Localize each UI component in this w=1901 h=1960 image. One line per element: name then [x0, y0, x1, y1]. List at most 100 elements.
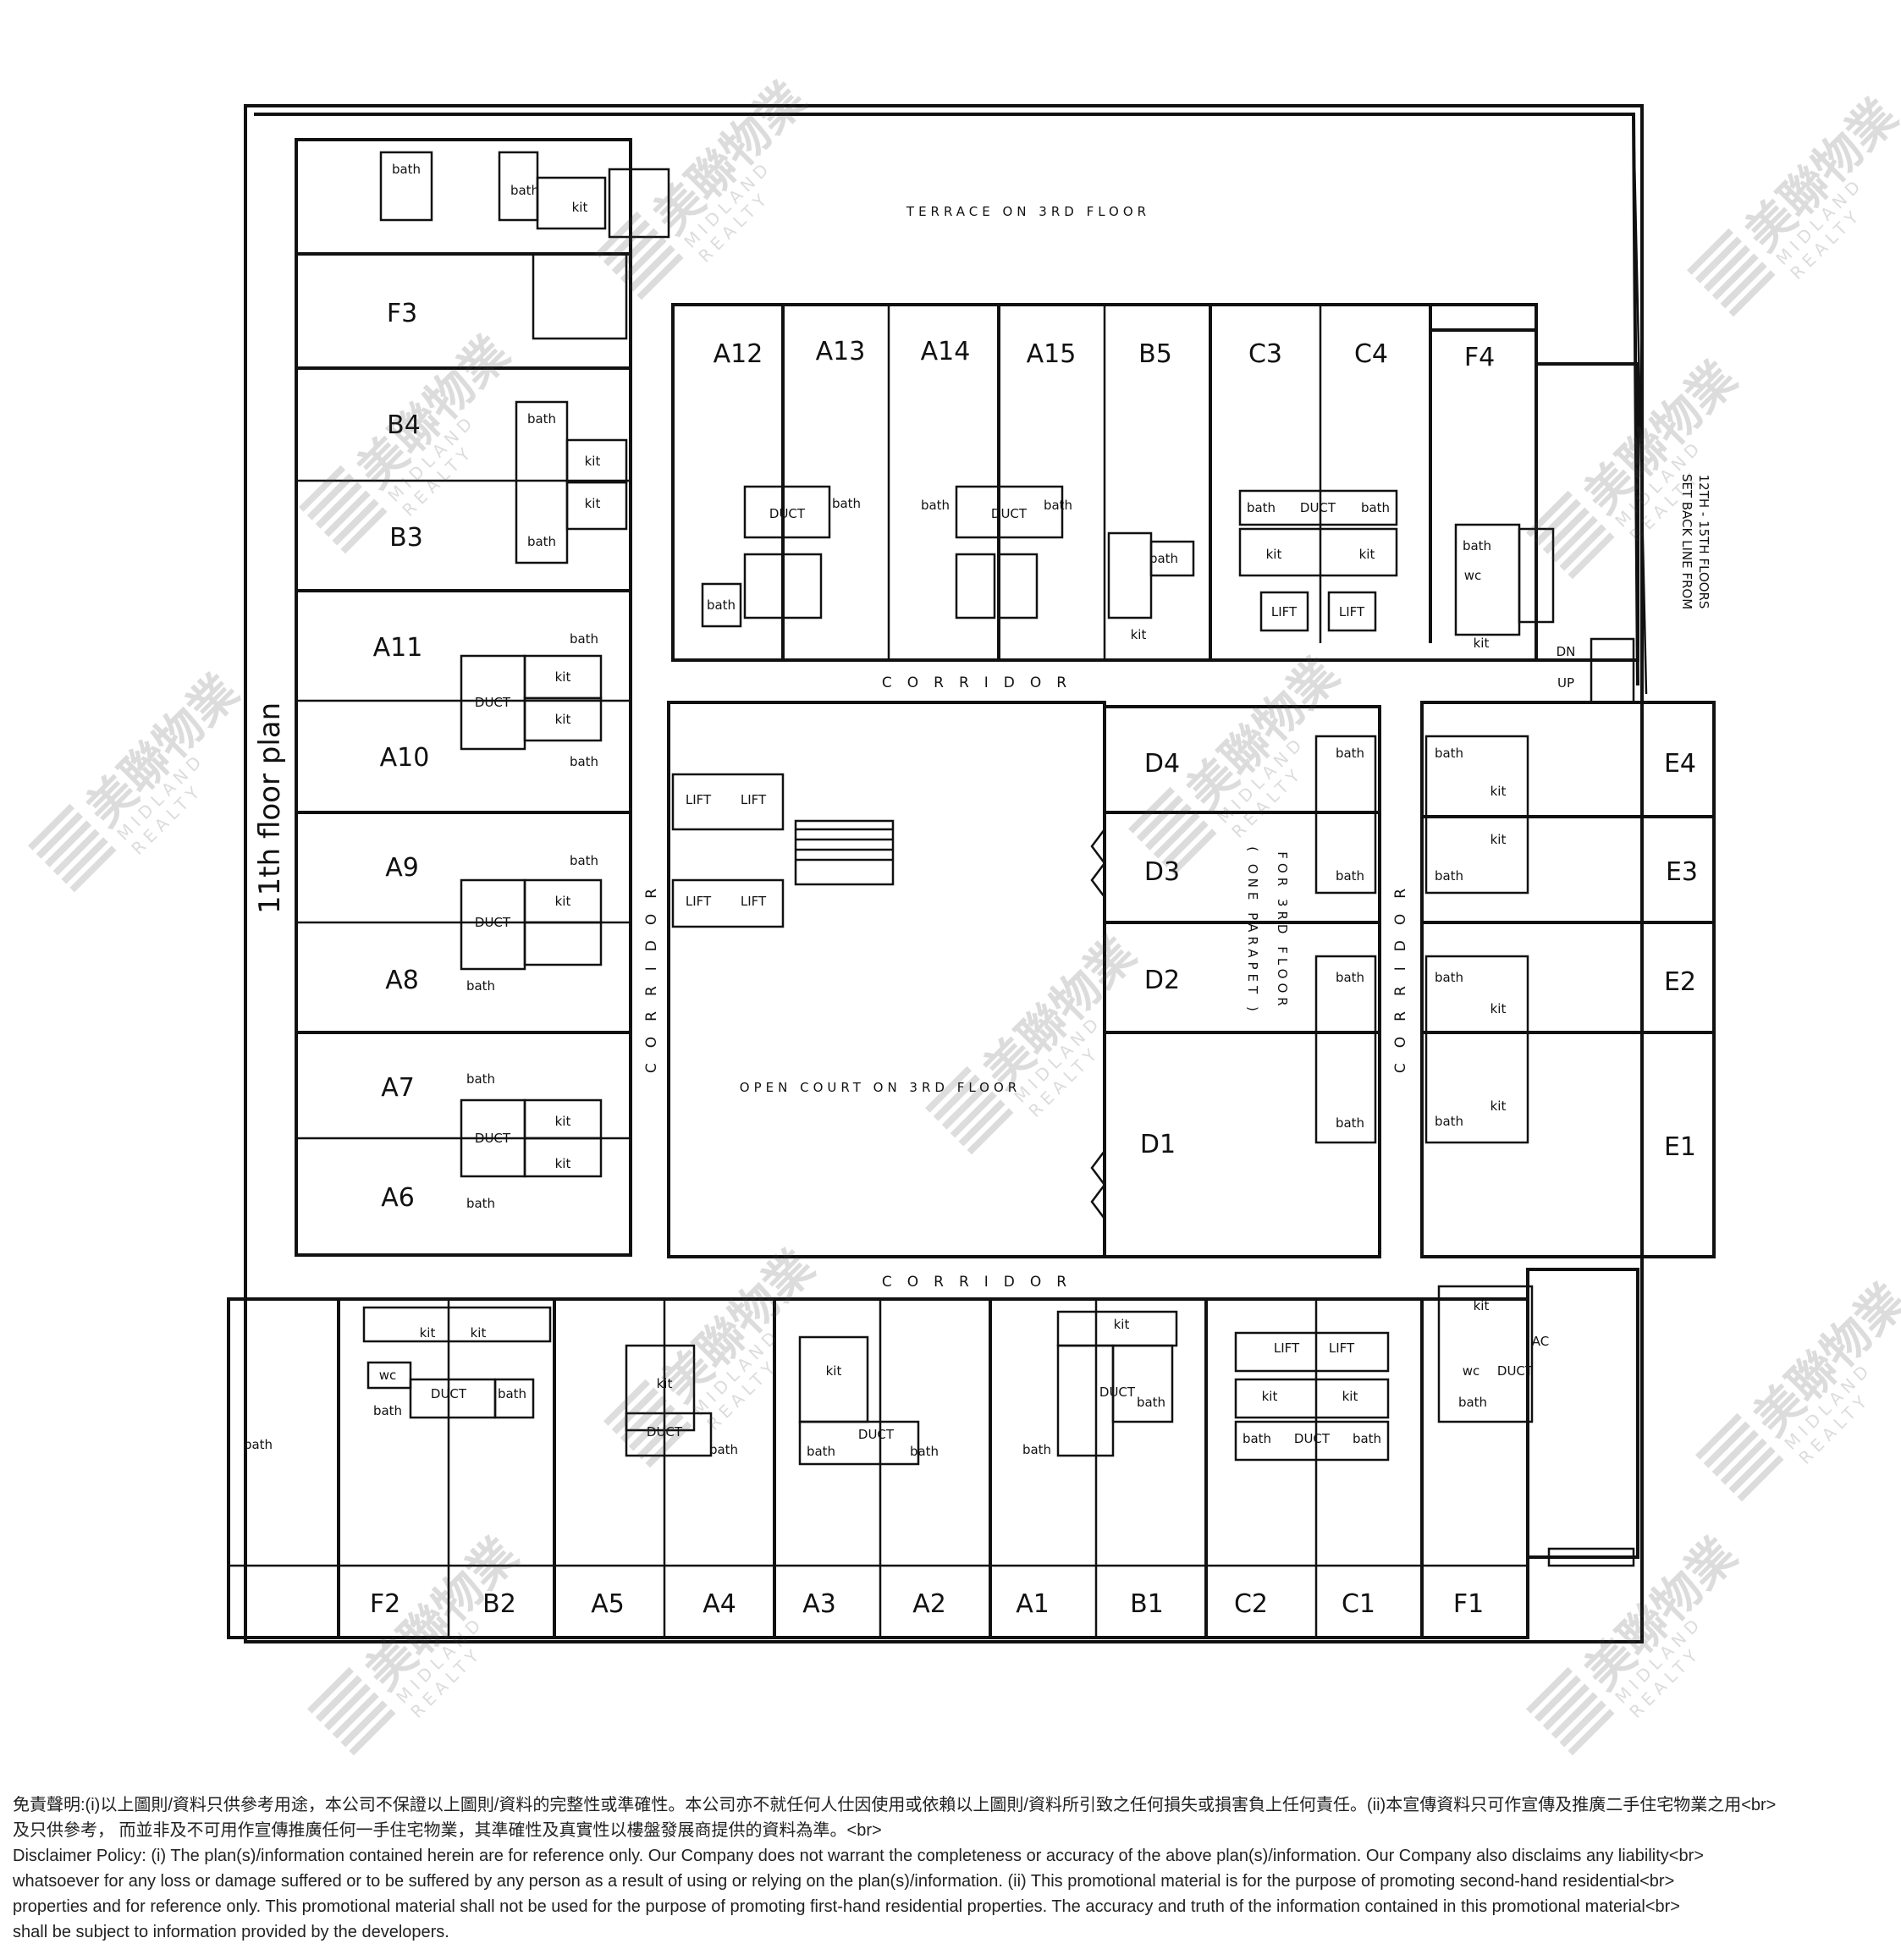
- unit-label: B3: [389, 523, 423, 553]
- disclaimer-english-line-4: shall be subject to information provided…: [13, 1923, 449, 1941]
- room-label-kit: kit: [585, 496, 601, 511]
- unit-label: C2: [1234, 1589, 1268, 1619]
- disclaimer-chinese-line-1: 免責聲明:(i)以上圖則/資料只供參考用途，本公司不保證以上圖則/資料的完整性或…: [13, 1796, 1777, 1814]
- unit-label: A7: [381, 1073, 415, 1103]
- room-label-duct: DUCT: [475, 1131, 511, 1146]
- plan-title: 11th floor plan: [253, 702, 287, 914]
- room-label-bath: bath: [1463, 538, 1491, 553]
- room-label-bath: bath: [1361, 500, 1390, 515]
- corridor-label-bottom: CORRIDOR: [882, 1274, 1082, 1291]
- room-label-lift: LIFT: [741, 894, 767, 909]
- unit-label: A15: [1027, 339, 1077, 369]
- room-label-duct: DUCT: [858, 1427, 895, 1442]
- room-label-kit: kit: [585, 454, 601, 469]
- room-label-bath: bath: [707, 597, 736, 613]
- unit-label: A5: [591, 1589, 625, 1619]
- room-label-kit: kit: [1474, 1298, 1490, 1313]
- room-label-bath: bath: [1149, 551, 1178, 566]
- unit-label: E4: [1664, 749, 1696, 779]
- room-label-bath: bath: [1435, 1114, 1463, 1129]
- room-label-lift: LIFT: [686, 894, 712, 909]
- room-label-duct: DUCT: [991, 506, 1028, 521]
- stair-dn-label: DN: [1557, 644, 1576, 659]
- setback-note-2: 12TH - 15TH FLOORS: [1696, 475, 1711, 609]
- room-label-lift: LIFT: [1339, 604, 1365, 619]
- floor-plan: 11th floor plan TERRACE ON 3RD FLOOR OPE…: [227, 104, 1716, 1643]
- unit-label: D2: [1144, 966, 1180, 995]
- setback-note-1: SET BACK LINE FROM: [1679, 474, 1694, 609]
- room-label-bath: bath: [1458, 1395, 1487, 1410]
- room-label-bath: bath: [570, 853, 598, 868]
- unit-label: F4: [1464, 343, 1495, 372]
- room-label-bath: bath: [1336, 1115, 1364, 1131]
- room-label-duct: DUCT: [431, 1386, 467, 1401]
- unit-label: B5: [1138, 339, 1172, 369]
- room-label-bath: bath: [1435, 746, 1463, 761]
- bottom-wing: [227, 1268, 1639, 1639]
- room-label-kit: kit: [1490, 832, 1507, 847]
- unit-label: E3: [1666, 857, 1698, 887]
- unit-label: F3: [387, 299, 417, 328]
- room-label-wc: wc: [379, 1368, 397, 1383]
- unit-label: A13: [816, 337, 866, 366]
- room-label-kit: kit: [1342, 1389, 1358, 1404]
- unit-label: C4: [1354, 339, 1388, 369]
- room-label-bath: bath: [1336, 868, 1364, 884]
- room-label-kit: kit: [572, 200, 588, 215]
- corridor-label-left: CORRIDOR: [643, 873, 660, 1073]
- room-label-lift: LIFT: [686, 792, 712, 807]
- room-label-kit: kit: [555, 712, 571, 727]
- room-label-kit: kit: [1490, 784, 1507, 799]
- room-label-bath: bath: [832, 496, 861, 511]
- room-label-lift: LIFT: [1274, 1341, 1300, 1356]
- room-label-bath: bath: [244, 1437, 273, 1452]
- unit-label: A11: [373, 633, 423, 663]
- d-block: [1090, 705, 1381, 1258]
- disclaimer: 免責聲明:(i)以上圖則/資料只供參考用途，本公司不保證以上圖則/資料的完整性或…: [13, 1792, 1887, 1945]
- room-label-bath: bath: [1336, 746, 1364, 761]
- room-label-bath: bath: [1243, 1431, 1271, 1446]
- room-label-ac: AC: [1532, 1334, 1549, 1349]
- room-label-kit: kit: [826, 1363, 842, 1379]
- room-label-kit: kit: [1490, 1098, 1507, 1114]
- unit-label: F1: [1453, 1589, 1484, 1619]
- room-label-bath: bath: [1044, 498, 1072, 513]
- unit-label: A6: [381, 1183, 415, 1213]
- unit-label: A10: [380, 743, 430, 773]
- unit-label: C3: [1248, 339, 1282, 369]
- room-label-bath: bath: [1022, 1442, 1051, 1457]
- unit-label: F2: [370, 1589, 400, 1619]
- left-wing: [295, 138, 670, 1257]
- room-label-kit: kit: [1474, 636, 1490, 651]
- room-label-duct: DUCT: [769, 506, 806, 521]
- room-label-kit: kit: [1262, 1389, 1278, 1404]
- unit-label: D3: [1144, 857, 1180, 887]
- unit-label: B4: [387, 410, 421, 440]
- room-label-bath: bath: [466, 1196, 495, 1211]
- disclaimer-english-line-3: properties and for reference only. This …: [13, 1897, 1680, 1916]
- room-label-bath: bath: [373, 1403, 402, 1418]
- unit-label: D1: [1140, 1130, 1176, 1159]
- top-wing: [671, 303, 1639, 704]
- stair-up-label: UP: [1557, 675, 1574, 691]
- d-unit-note-2: FOR 3RD FLOOR: [1275, 851, 1290, 1010]
- room-label-bath: bath: [1353, 1431, 1381, 1446]
- corridor-label-right: CORRIDOR: [1392, 873, 1409, 1073]
- unit-label: B1: [1130, 1589, 1164, 1619]
- room-label-bath: bath: [1247, 500, 1276, 515]
- room-label-bath: bath: [527, 534, 556, 549]
- unit-label: A1: [1016, 1589, 1050, 1619]
- room-label-bath: bath: [1435, 868, 1463, 884]
- central-core: [667, 701, 1106, 1258]
- room-label-kit: kit: [555, 1156, 571, 1171]
- room-label-kit: kit: [657, 1376, 673, 1391]
- room-label-bath: bath: [1336, 970, 1364, 985]
- unit-label: A2: [912, 1589, 946, 1619]
- terrace-label: TERRACE ON 3RD FLOOR: [906, 204, 1150, 219]
- room-label-kit: kit: [555, 894, 571, 909]
- unit-label: C1: [1342, 1589, 1375, 1619]
- room-label-bath: bath: [910, 1444, 939, 1459]
- unit-label: E2: [1664, 967, 1696, 997]
- room-label-kit: kit: [555, 1114, 571, 1129]
- unit-label: B2: [482, 1589, 516, 1619]
